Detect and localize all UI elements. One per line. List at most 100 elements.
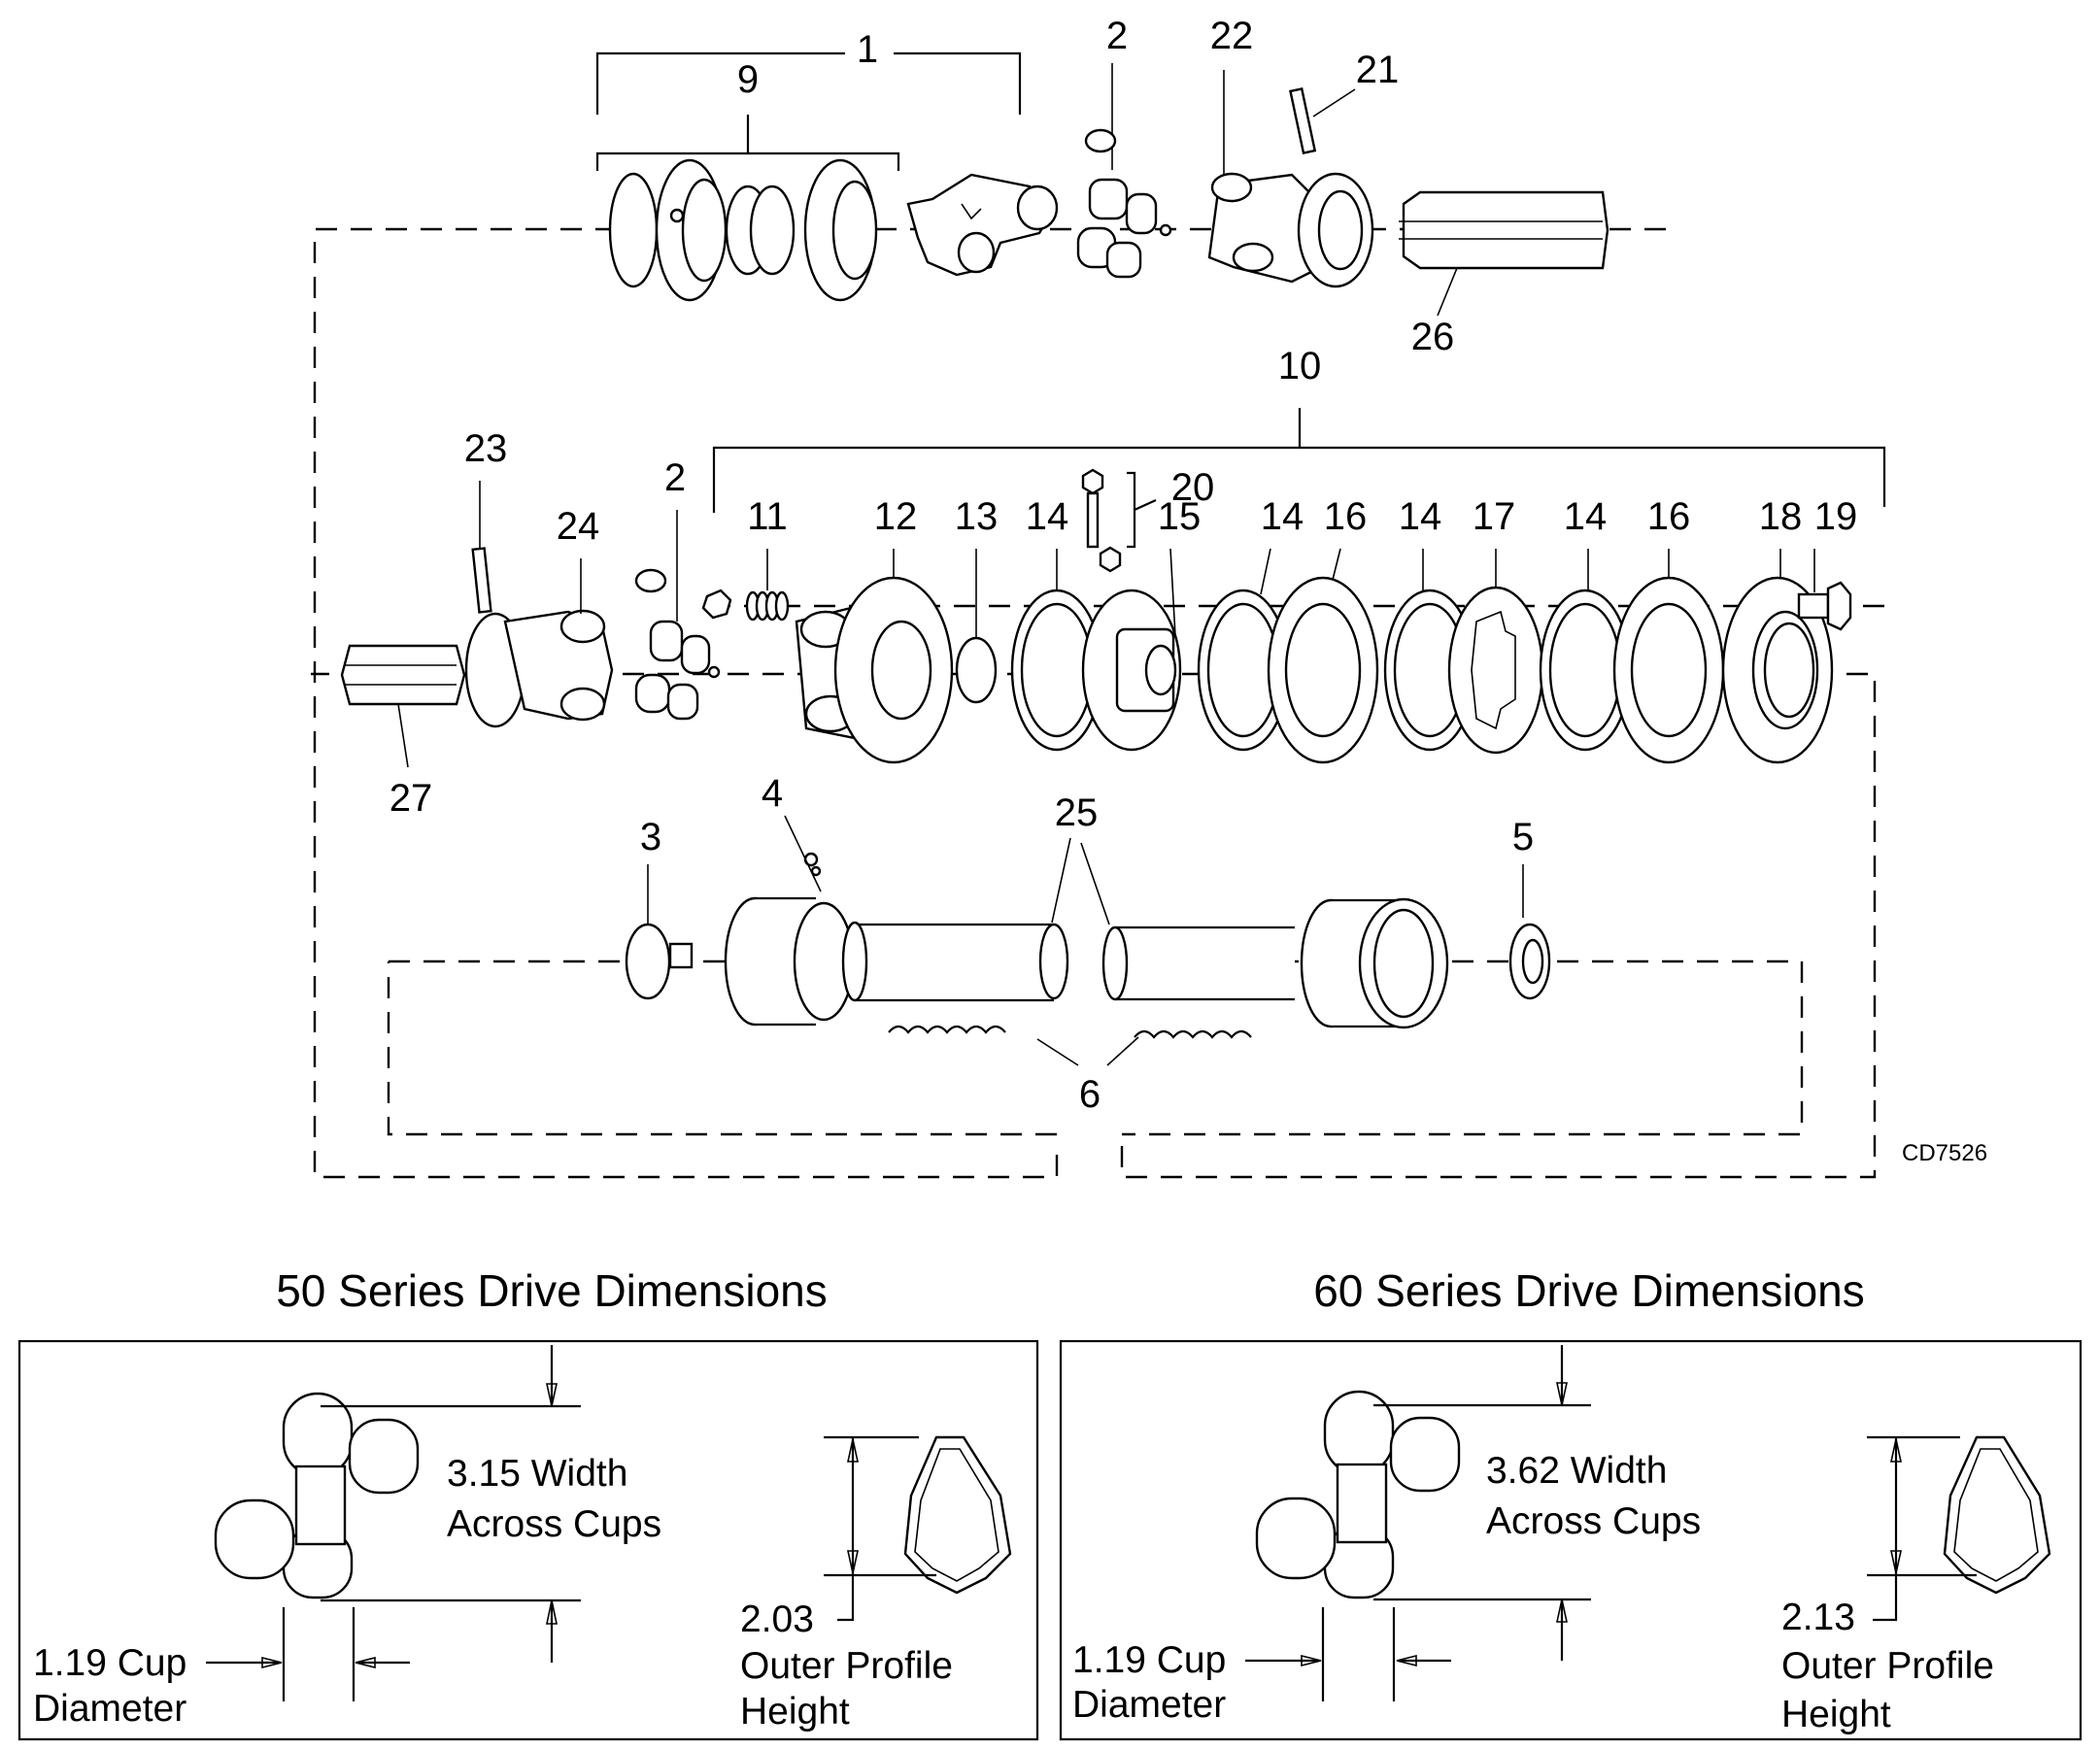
yoke-quick-disconnect — [906, 173, 1059, 277]
arrow-left-60 — [1396, 1654, 1417, 1667]
roll-pin-21: 21 — [1289, 49, 1400, 154]
ring-13: 13 — [955, 495, 999, 704]
u-joint-cross-50 — [214, 1392, 420, 1599]
callout-20: 20 — [1171, 466, 1215, 509]
callout-15: 15 — [1158, 495, 1202, 538]
bracket-9: 9 — [595, 58, 900, 171]
safety-chains-6: 6 — [888, 1025, 1252, 1116]
cup-label-60: Diameter — [1072, 1684, 1226, 1726]
arrow-up-60 — [1556, 1599, 1568, 1623]
spring-11: 11 — [701, 495, 790, 622]
arrow-down-60 — [1556, 1382, 1568, 1406]
callout-19: 19 — [1814, 495, 1858, 538]
callout-4: 4 — [762, 772, 783, 815]
profile-outer-60 — [1943, 1435, 2051, 1595]
friction-disc-14-d: 14 — [1539, 495, 1632, 752]
arrow-right-50 — [261, 1656, 283, 1669]
pressure-plate-16-b: 16 — [1612, 495, 1725, 764]
callout-27: 27 — [390, 777, 433, 820]
cup-value-60: 1.19 Cup — [1072, 1639, 1226, 1681]
shield-bearing-kit — [608, 158, 878, 302]
callout-1: 1 — [857, 28, 878, 71]
callout-21: 21 — [1356, 49, 1400, 91]
cup-value-50: 1.19 Cup — [33, 1642, 186, 1684]
profile-label2-50: Height — [740, 1691, 850, 1733]
pressure-plate-16-a: 16 — [1267, 495, 1379, 764]
ball — [669, 208, 685, 223]
bracket-10: 10 — [712, 345, 1886, 513]
profile-label1-50: Outer Profile — [740, 1645, 953, 1687]
panel-60-title: 60 Series Drive Dimensions — [1313, 1265, 1865, 1316]
bearing-inner — [681, 178, 728, 283]
bearing-ring-5: 5 — [1508, 816, 1551, 1000]
guard-half-outer — [724, 896, 1069, 1026]
leader-25: 25 — [1051, 791, 1110, 925]
cup-label-50: Diameter — [33, 1688, 186, 1730]
yoke-24: 24 — [464, 505, 614, 728]
spring-coil-b — [749, 185, 796, 276]
callout-3: 3 — [640, 816, 661, 858]
seal-ring — [1084, 128, 1117, 153]
callout-5: 5 — [1512, 816, 1534, 858]
outer-profile-tube-27: 27 — [340, 644, 466, 820]
arrow-right-60 — [1301, 1654, 1322, 1667]
friction-disc-14-b: 14 — [1197, 495, 1304, 752]
width-label-50: Across Cups — [447, 1503, 661, 1545]
grease-zerk-4: 4 — [762, 772, 822, 892]
cross-kit-top: 2 — [1076, 15, 1172, 279]
bearing-ring-3: 3 — [625, 816, 694, 1000]
width-label-60: Across Cups — [1486, 1500, 1701, 1542]
callout-6: 6 — [1079, 1073, 1101, 1116]
callout-2-middle: 2 — [664, 456, 686, 499]
callout-14-d: 14 — [1564, 495, 1608, 538]
profile-value-60: 2.13 — [1781, 1597, 1855, 1638]
bracket-1: 1 — [595, 28, 1022, 115]
callout-9: 9 — [737, 58, 759, 101]
profile-label1-60: Outer Profile — [1781, 1645, 1994, 1687]
callout-16-a: 16 — [1324, 495, 1368, 538]
callout-14-a: 14 — [1026, 495, 1069, 538]
guard-half-inner — [1101, 897, 1449, 1029]
arrow-down-profile-60 — [1890, 1550, 1902, 1574]
roll-pin-23: 23 — [464, 427, 508, 614]
callout-14-b: 14 — [1261, 495, 1304, 538]
callout-16-b: 16 — [1647, 495, 1691, 538]
inner-profile-tube-26: 26 — [1399, 190, 1609, 358]
drive-plate-17: 17 — [1447, 495, 1544, 755]
callout-2-top: 2 — [1106, 15, 1128, 57]
callout-11: 11 — [747, 495, 788, 538]
callout-13: 13 — [955, 495, 999, 538]
path-top-left — [313, 227, 1666, 1179]
yoke-22: 22 — [1207, 15, 1374, 288]
clutch-hub-15: 15 — [1081, 495, 1202, 752]
panel-60-frame — [1059, 1339, 2083, 1741]
width-value-50: 3.15 Width — [447, 1453, 627, 1495]
flange-yoke-12: 12 — [795, 495, 954, 764]
profile-value-50: 2.03 — [740, 1599, 814, 1640]
callout-17: 17 — [1473, 495, 1516, 538]
bolt-19: 19 — [1797, 495, 1858, 631]
callout-24: 24 — [557, 505, 600, 548]
panel-50-frame — [17, 1339, 1039, 1741]
panel-50-title: 50 Series Drive Dimensions — [276, 1265, 828, 1316]
callout-10: 10 — [1278, 345, 1322, 387]
arrow-up-profile-60 — [1890, 1438, 1902, 1463]
figure-code: CD7526 — [1902, 1140, 1987, 1166]
arrow-down-50 — [546, 1383, 558, 1407]
callout-12: 12 — [874, 495, 918, 538]
callout-18: 18 — [1759, 495, 1803, 538]
callout-23: 23 — [464, 427, 508, 470]
grease-fitting — [1159, 223, 1172, 237]
panel-50-series: 50 Series Drive Dimensions 3.15 Width Ac… — [17, 1265, 1039, 1741]
end-plate-18: 18 — [1721, 495, 1834, 764]
width-value-60: 3.62 Width — [1486, 1450, 1667, 1492]
profile-outer-50 — [903, 1435, 1012, 1595]
arrow-left-50 — [355, 1656, 376, 1669]
callout-14-c: 14 — [1399, 495, 1442, 538]
callout-26: 26 — [1411, 316, 1455, 358]
friction-disc-14-a: 14 — [1010, 495, 1103, 752]
arrow-down-profile-50 — [847, 1550, 859, 1574]
path-right — [311, 672, 1877, 1179]
arrow-up-50 — [546, 1599, 558, 1625]
panel-60-series: 60 Series Drive Dimensions 3.62 Width Ac… — [1059, 1265, 2083, 1741]
